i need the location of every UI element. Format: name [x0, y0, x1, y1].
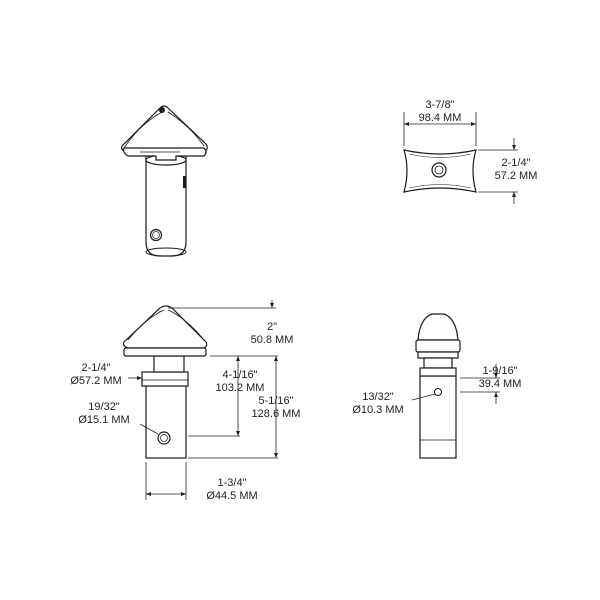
- front-shaft-dia-fraction: 1-3/4": [218, 477, 247, 489]
- front-shaft-length-fraction: 4-1/16": [222, 369, 257, 381]
- top-view: 3-7/8" 98.4 MM 2-1/4" 57.2 MM: [403, 99, 538, 204]
- side-hole-dia-metric: Ø10.3 MM: [352, 404, 403, 416]
- front-head-height-fraction: 2": [267, 321, 277, 333]
- front-head-height-metric: 50.8 MM: [251, 334, 294, 346]
- front-overall-length-fraction: 5-1/16": [258, 395, 293, 407]
- side-offset-metric: 39.4 MM: [479, 378, 522, 390]
- front-collar-dia-fraction: 2-1/4": [82, 362, 111, 374]
- top-height-fraction: 2-1/4": [502, 157, 531, 169]
- side-hole-dia-fraction: 13/32": [362, 391, 394, 403]
- front-shaft-dia-metric: Ø44.5 MM: [206, 490, 257, 502]
- front-hole: [157, 431, 171, 445]
- iso-shaft: [145, 155, 187, 257]
- iso-pin-hole: [149, 228, 163, 242]
- front-hole-dia-fraction: 19/32": [88, 401, 120, 413]
- iso-shaft-bottom: [145, 247, 187, 257]
- isometric-view: [121, 105, 208, 257]
- front-shaft-length-metric: 103.2 MM: [216, 382, 265, 394]
- front-collar-dia-metric: Ø57.2 MM: [70, 375, 121, 387]
- front-view: 2" 50.8 MM 4-1/16" 103.2 MM 5-1/16" 128.…: [70, 300, 300, 502]
- iso-head: [121, 105, 208, 153]
- side-offset-fraction: 1-9/16": [482, 365, 517, 377]
- front-head-base: [123, 347, 207, 357]
- side-hole: [434, 388, 442, 396]
- front-collar: [141, 371, 189, 387]
- top-height-metric: 57.2 MM: [495, 170, 538, 182]
- side-head-base: [415, 339, 461, 353]
- front-hole-dia-metric: Ø15.1 MM: [78, 414, 129, 426]
- side-head: [417, 313, 459, 341]
- top-view-hole: [431, 162, 447, 178]
- front-overall-length-metric: 128.6 MM: [252, 408, 301, 420]
- side-view: 13/32" Ø10.3 MM 1-9/16" 39.4 MM: [352, 313, 522, 459]
- top-width-metric: 98.4 MM: [419, 112, 462, 124]
- top-width-fraction: 3-7/8": [426, 99, 455, 111]
- iso-head-base: [122, 147, 207, 161]
- front-shaft: [145, 385, 187, 459]
- front-head: [122, 305, 208, 349]
